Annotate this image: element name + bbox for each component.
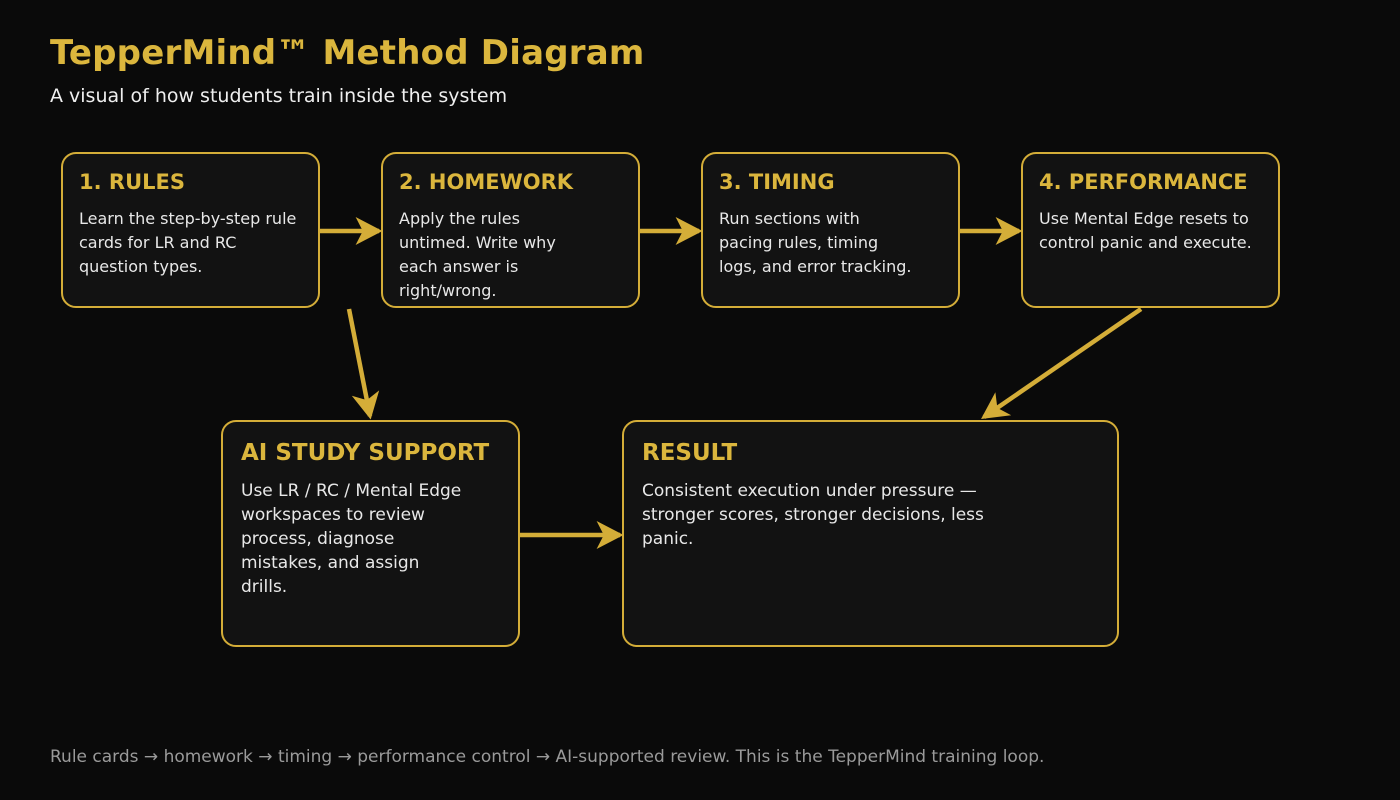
node-performance[interactable]: 4. PERFORMANCE Use Mental Edge resets to… [1021, 152, 1280, 308]
node-ai-study-support-body: Use LR / RC / Mental Edge workspaces to … [241, 481, 462, 597]
node-timing[interactable]: 3. TIMING Run sections with pacing rules… [701, 152, 960, 308]
node-timing-body: Run sections with pacing rules, timing l… [719, 209, 912, 276]
page-subtitle: A visual of how students train inside th… [50, 85, 508, 107]
node-performance-body: Use Mental Edge resets to control panic … [1039, 209, 1252, 252]
node-rules-body: Learn the step-by-step rule cards for LR… [79, 209, 297, 276]
node-ai-study-support[interactable]: AI STUDY SUPPORT Use LR / RC / Mental Ed… [221, 420, 520, 647]
node-result-body: Consistent execution under pressure — st… [642, 481, 984, 549]
page-title: TepperMind™ Method Diagram [50, 33, 645, 73]
footer-note: Rule cards → homework → timing → perform… [50, 747, 1045, 767]
node-ai-study-support-title: AI STUDY SUPPORT [241, 440, 490, 466]
connector-performance-to-result [981, 307, 1143, 420]
node-result-title: RESULT [642, 440, 738, 466]
node-homework[interactable]: 2. HOMEWORK Apply the rules untimed. Wri… [381, 152, 640, 308]
node-timing-title: 3. TIMING [719, 170, 835, 194]
node-homework-title: 2. HOMEWORK [399, 170, 574, 194]
node-performance-title: 4. PERFORMANCE [1039, 170, 1248, 194]
node-homework-body: Apply the rules untimed. Write why each … [399, 209, 556, 300]
node-rules-title: 1. RULES [79, 170, 185, 194]
node-result[interactable]: RESULT Consistent execution under pressu… [622, 420, 1119, 647]
connector-homework-to-ai-support [346, 308, 380, 420]
node-rules[interactable]: 1. RULES Learn the step-by-step rule car… [61, 152, 320, 308]
